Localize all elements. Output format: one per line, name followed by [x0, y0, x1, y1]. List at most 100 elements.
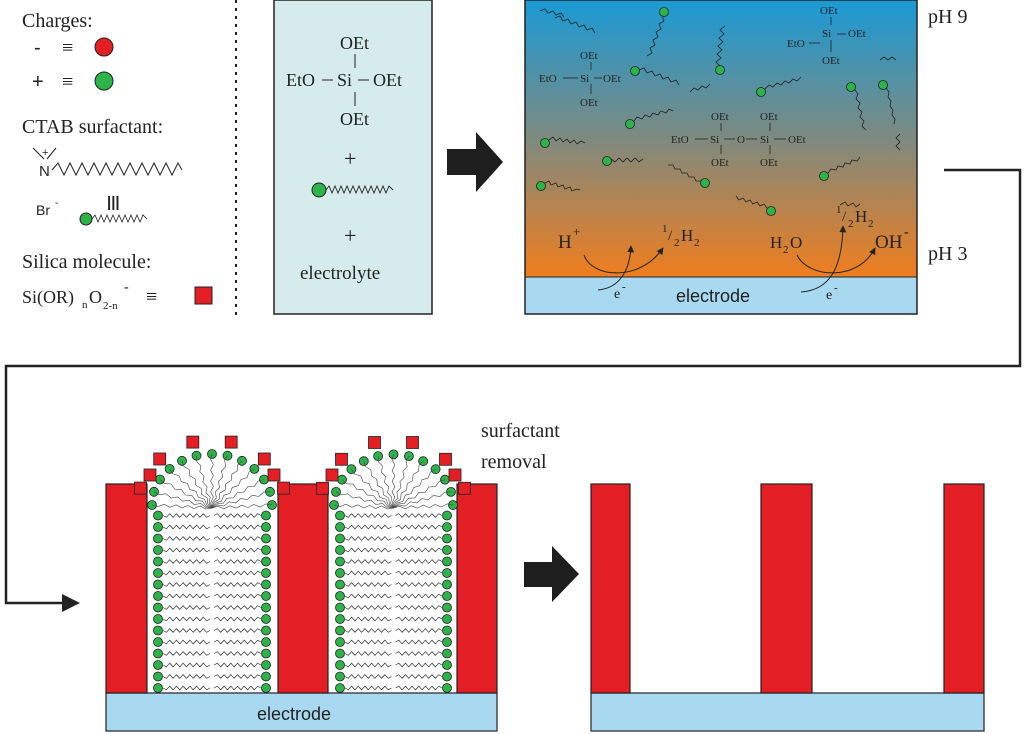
- surfactant-tail: [162, 662, 211, 668]
- silane-molecule-2: OEt EtO Si OEt OEt: [787, 5, 866, 67]
- surfactant-tail: [344, 582, 392, 587]
- surfactant-tail: [393, 460, 424, 509]
- surfactant-head: [261, 556, 271, 567]
- surfactant-tail: [344, 674, 392, 679]
- surfactant-tail: [213, 536, 262, 541]
- surfactant-tail: [162, 536, 211, 541]
- ctab-n-plus: +: [42, 147, 48, 159]
- silica-equiv: ≡: [146, 286, 157, 308]
- surfactant-head: [846, 82, 856, 92]
- surfactant-head: [261, 510, 271, 521]
- surfactant-head: [540, 138, 550, 148]
- surfactant-tail: [159, 479, 213, 509]
- surfactant-tail: [344, 524, 392, 530]
- surfactant-head: [335, 602, 345, 613]
- process-arrow-2: [524, 546, 579, 602]
- surfactant-tail: [211, 468, 255, 509]
- surfactant-head: [442, 625, 452, 636]
- surfactant-head: [153, 568, 163, 578]
- surfactant-tail: [395, 628, 443, 633]
- surfactant-tail: [363, 461, 394, 509]
- svg-text:2: 2: [848, 218, 854, 230]
- svg-text:OEt: OEt: [580, 97, 598, 109]
- surfactant-head: [153, 660, 163, 670]
- silica-square-icon: [194, 286, 213, 305]
- process-arrow-1: [447, 132, 503, 192]
- surfactant-head: [602, 156, 612, 166]
- legend-silica-title: Silica molecule:: [22, 251, 151, 273]
- surfactant-head: [442, 683, 452, 693]
- ctab-head-icon: [79, 212, 93, 226]
- surfactant-head: [766, 206, 776, 216]
- surfactant-head: [625, 119, 635, 129]
- surfactant-tail: [344, 513, 392, 518]
- svg-text:1: 1: [836, 204, 842, 216]
- surfactant-tail: [213, 582, 262, 587]
- surfactant-head: [442, 579, 452, 590]
- teos-oet-top: OEt: [340, 33, 369, 53]
- surfactant-head: [153, 510, 163, 521]
- legend-charges-title: Charges:: [22, 10, 93, 32]
- surfactant-tail: [335, 491, 394, 509]
- legend-minus-sign: -: [34, 37, 41, 59]
- surfactant-tail: [213, 616, 262, 622]
- electrochemical-cell: electrode pH 9 pH 3: [524, 0, 967, 315]
- silica-formula-sup: -: [124, 280, 129, 295]
- surfactant-tail: [213, 559, 262, 564]
- ctab-tail-icon: [91, 213, 148, 224]
- surfactant-head: [153, 648, 163, 659]
- surfactant-head: [261, 533, 271, 544]
- silica-square: [186, 435, 200, 449]
- surfactant-tail: [344, 570, 392, 576]
- surfactant-removal-label-2: removal: [481, 451, 547, 473]
- reaction-hplus: H + 1 / 2 H 2 e -: [558, 223, 700, 302]
- surfactant-tail: [395, 570, 443, 576]
- oh-label: OH: [875, 232, 903, 253]
- silica-wall: [456, 483, 498, 694]
- surfactant-tail: [162, 513, 211, 518]
- svg-text:-: -: [904, 225, 909, 240]
- mesoporous-silica-structure: [590, 483, 985, 732]
- surfactant-head: [335, 671, 345, 682]
- surfactant-tail: [393, 455, 410, 509]
- silica-pillar: [590, 483, 631, 694]
- silica-square: [134, 481, 147, 495]
- silica-square: [143, 468, 157, 482]
- svg-text:-: -: [622, 281, 626, 293]
- h-plus-sup: +: [573, 224, 580, 239]
- svg-text:Si: Si: [580, 73, 589, 85]
- surfactant-tail: [211, 479, 265, 509]
- surfactant-tail: [393, 468, 436, 509]
- svg-text:EtO: EtO: [539, 73, 557, 85]
- svg-text:-: -: [834, 282, 838, 294]
- svg-text:OEt: OEt: [848, 28, 866, 40]
- surfactant-tail: [213, 651, 262, 656]
- surfactant-micelle-2: [316, 436, 471, 693]
- svg-text:OEt: OEt: [603, 73, 621, 85]
- surfactant-tail: [162, 616, 211, 622]
- surfactant-head: [335, 660, 345, 670]
- teos-oet-right: OEt: [373, 70, 402, 90]
- surfactant-head: [335, 683, 345, 693]
- ctab-n-label: N: [39, 163, 50, 180]
- teos-si: Si: [337, 70, 352, 90]
- surfactant-head: [261, 522, 271, 532]
- surfactant-head: [261, 660, 271, 670]
- surfactant-head: [819, 171, 829, 181]
- solution-surfactant-tails: [539, 8, 901, 209]
- surfactant-tail: [333, 503, 394, 510]
- surfactant-tail: [162, 674, 211, 679]
- surfactant-removal-label-1: surfactant: [481, 420, 560, 442]
- surfactant-tail: [169, 468, 213, 509]
- bottom-right-electrode: [590, 692, 985, 732]
- surfactant-tail: [213, 524, 262, 530]
- silica-square: [316, 481, 329, 495]
- surfactant-tail: [162, 559, 211, 564]
- surfactant-head: [442, 637, 452, 647]
- surfactant-head: [442, 671, 452, 682]
- surfactant-tail: [393, 479, 446, 509]
- surfactant-head: [261, 648, 271, 659]
- reactants-box: OEt EtO Si OEt OEt + + electrolyte: [273, 0, 433, 315]
- surfactant-head: [335, 637, 345, 647]
- surfactant-tail: [344, 559, 392, 564]
